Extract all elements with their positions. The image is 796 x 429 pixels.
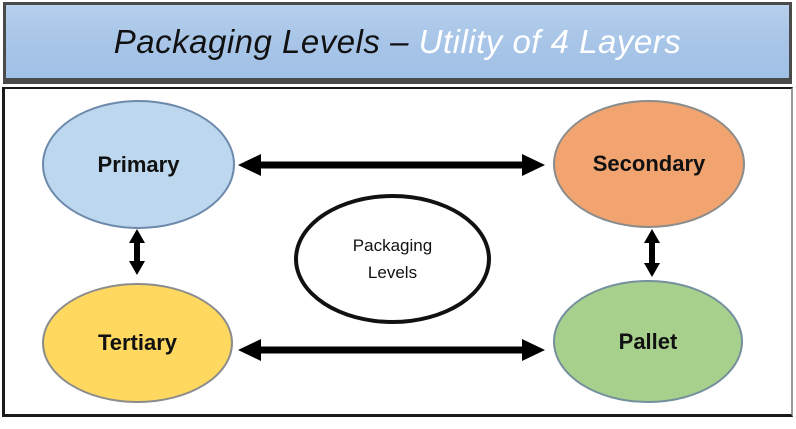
node-secondary-label: Secondary [592,151,706,176]
node-tertiary: Tertiary [42,283,233,403]
page-title-black-part: Packaging Levels – [113,22,419,60]
node-pallet: Pallet [553,280,743,403]
node-packaging-levels-label: Packaging Levels [352,236,433,282]
node-pallet-label: Pallet [618,328,678,354]
page-title-white-part: Utility of 4 Layers [418,22,682,60]
node-secondary: Secondary [553,100,745,228]
page-title: Packaging Levels – Utility of 4 Layers [114,23,681,61]
node-primary: Primary [42,100,235,229]
title-bar: Packaging Levels – Utility of 4 Layers [3,2,792,84]
node-packaging-levels: Packaging Levels [294,194,491,324]
node-primary-label: Primary [97,151,180,177]
node-tertiary-label: Tertiary [97,330,178,355]
